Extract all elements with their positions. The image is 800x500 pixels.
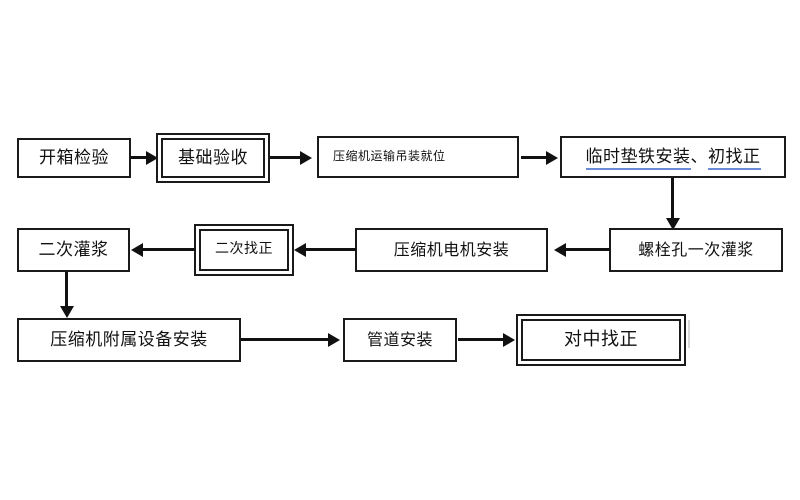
node-label: 二次找正: [215, 241, 273, 258]
edge-n9-n10-line: [241, 338, 331, 341]
node-duizhong-zhaozheng[interactable]: 对中找正: [516, 314, 686, 366]
edge-n9-n10-arrowhead: [328, 333, 340, 347]
node-yasuoji-yunshu-diaozhuang-jiuwei[interactable]: 压缩机运输吊装就位: [317, 136, 519, 178]
edge-n7-n8-arrowhead: [131, 243, 143, 257]
edge-n4-n5-arrowhead: [666, 218, 680, 230]
edge-n1-n2-line: [131, 156, 153, 159]
node-label: 开箱检验: [39, 147, 109, 168]
node-jichu-yanshou[interactable]: 基础验收: [156, 133, 270, 183]
edge-n3-n4-line: [521, 156, 549, 159]
node-guandao-anzhuang[interactable]: 管道安装: [343, 318, 457, 362]
node-yasuoji-fushu-shebei-anzhuang[interactable]: 压缩机附属设备安装: [17, 318, 241, 362]
edge-n1-n2-arrowhead: [146, 151, 158, 165]
node-label: 压缩机运输吊装就位: [333, 149, 446, 164]
node-label: 对中找正: [564, 329, 638, 351]
node-label: 螺栓孔一次灌浆: [638, 240, 754, 260]
node-label: 压缩机附属设备安装: [50, 329, 208, 350]
node-label: 二次灌浆: [38, 239, 109, 260]
edge-n3-n4-arrowhead: [546, 151, 558, 165]
edge-n4-n5-line: [671, 178, 674, 222]
node-luoshuankong-yici-guanjiang[interactable]: 螺栓孔一次灌浆: [609, 228, 783, 272]
edge-n5-n6-arrowhead: [554, 243, 566, 257]
edge-n6-n7-line: [305, 248, 356, 251]
node-yasuoji-dianji-anzhuang[interactable]: 压缩机电机安装: [355, 228, 548, 272]
node-label-link-part2[interactable]: 初找正: [708, 146, 761, 170]
edge-n6-n7-arrowhead: [294, 243, 306, 257]
edge-n10-n11-arrowhead: [503, 333, 515, 347]
edge-n8-n9-arrowhead: [60, 306, 74, 318]
edge-n2-n3-arrowhead: [300, 151, 312, 165]
node-erci-guanjiang[interactable]: 二次灌浆: [17, 228, 130, 272]
node-label: 压缩机电机安装: [393, 240, 510, 260]
edge-n2-n3-line: [270, 156, 302, 159]
node-linshi-dietie-anzhuang-chuzhaozheng[interactable]: 临时垫铁安装、初找正: [560, 136, 786, 178]
node-label-separator: 、: [690, 146, 708, 167]
edge-n8-n9-line: [65, 272, 68, 310]
edge-n10-n11-line: [458, 338, 506, 341]
node-duizhong-zhaozheng-ghost-edge: [688, 320, 690, 348]
node-label-link-part1[interactable]: 临时垫铁安装: [585, 146, 691, 170]
edge-n5-n6-line: [566, 248, 610, 251]
node-label: 管道安装: [366, 330, 433, 350]
node-erci-zhaozheng[interactable]: 二次找正: [194, 224, 294, 276]
node-label: 基础验收: [178, 147, 248, 168]
node-kaixiang-jianyan[interactable]: 开箱检验: [17, 138, 131, 178]
edge-n7-n8-line: [143, 248, 195, 251]
